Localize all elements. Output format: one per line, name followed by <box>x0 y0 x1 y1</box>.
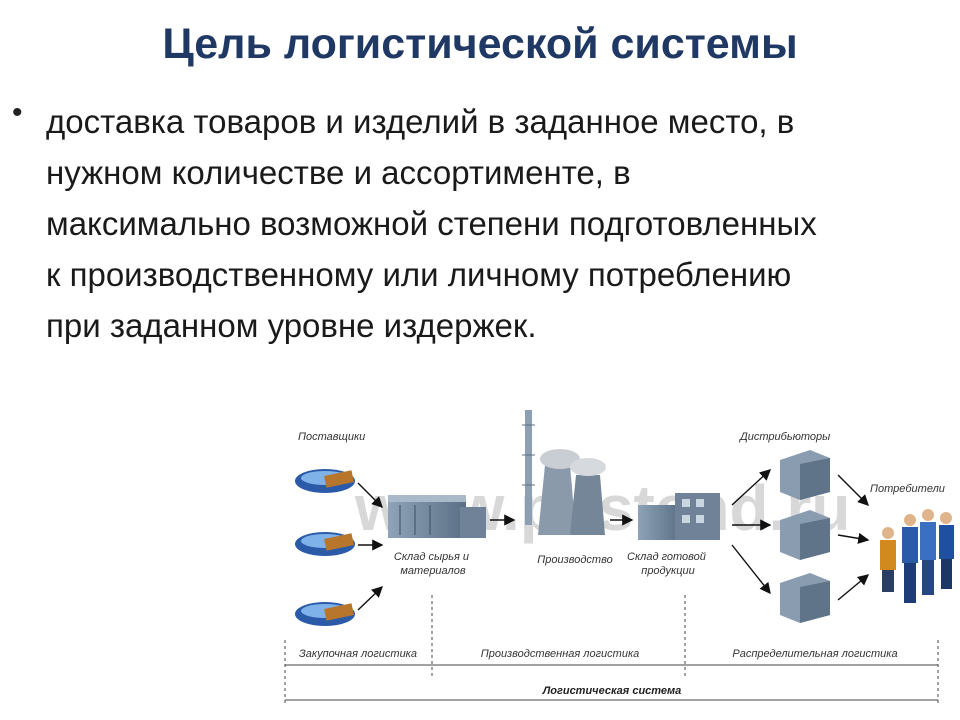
supplier-truck-icon <box>295 602 355 626</box>
bullet-icon: • <box>12 96 23 129</box>
consumers-group-icon <box>880 509 954 603</box>
flow-arrow <box>357 586 384 611</box>
consumers-label: Потребители <box>870 483 945 495</box>
distributors-label: Дистрибьюторы <box>738 431 830 443</box>
logistics-diagram: www.pbstend.ru Поставщики Склад сырья и … <box>284 410 954 705</box>
raw-warehouse-label: Склад сырья и материалов <box>394 551 472 577</box>
stage-purchasing-label: Закупочная логистика <box>299 648 417 660</box>
goal-text: доставка товаров и изделий в заданное ме… <box>46 103 817 344</box>
distributor-building-icon <box>780 510 830 560</box>
raw-warehouse-icon <box>388 495 486 538</box>
goods-warehouse-label: Склад готовой продукции <box>627 551 709 577</box>
flow-arrow <box>357 482 383 508</box>
flow-arrow <box>837 474 869 506</box>
factory-icon <box>522 410 606 535</box>
flow-arrow <box>837 574 870 601</box>
supplier-truck-icon <box>295 532 355 556</box>
flow-arrow <box>731 544 771 595</box>
goal-bullet: • доставка товаров и изделий в заданное … <box>10 96 840 351</box>
goods-warehouse-icon <box>638 493 720 540</box>
stage-production-label: Производственная логистика <box>481 648 640 660</box>
distributor-building-icon <box>780 450 830 500</box>
flow-arrow <box>837 532 870 544</box>
suppliers-label: Поставщики <box>298 431 365 443</box>
distributor-building-icon <box>780 573 830 623</box>
stage-distribution-label: Распределительная логистика <box>732 648 897 660</box>
flow-arrow <box>731 469 772 506</box>
system-label: Логистическая система <box>542 685 682 697</box>
production-label: Производство <box>537 554 612 566</box>
supplier-truck-icon <box>295 469 355 493</box>
page-title: Цель логистической системы <box>162 20 798 68</box>
